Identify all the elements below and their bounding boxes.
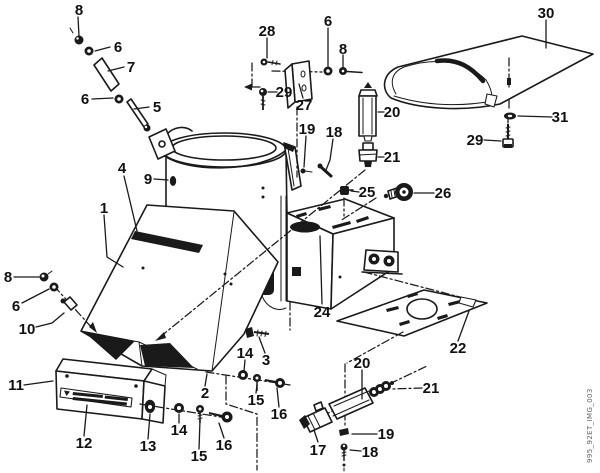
callout-15b: 15 (248, 392, 265, 409)
callout-30: 30 (538, 5, 555, 22)
part-9-bolt (169, 176, 177, 186)
callout-31: 31 (552, 109, 569, 126)
part-26-knob (383, 183, 413, 201)
callout-14b: 14 (237, 345, 254, 362)
callout-16b: 16 (271, 406, 288, 423)
callout-22: 22 (450, 340, 467, 357)
callout-18b: 18 (362, 444, 379, 461)
callout-8c: 8 (4, 269, 12, 286)
part-5-rod (126, 98, 149, 128)
callout-19b: 19 (378, 426, 395, 443)
image-watermark: 995_92ET_IMG_003 (586, 388, 594, 463)
part-4-slot (131, 231, 203, 253)
callout-29b: 29 (467, 132, 484, 149)
callout-6b: 6 (81, 91, 89, 108)
callout-5: 5 (153, 99, 161, 116)
callout-16: 16 (216, 437, 233, 454)
callout-8: 8 (75, 2, 83, 19)
callout-27: 27 (296, 97, 313, 114)
part-20-cylinder (358, 82, 378, 142)
part-3-bolt (245, 327, 270, 338)
callout-29: 29 (276, 84, 293, 101)
callout-18: 18 (326, 124, 343, 141)
callout-20b: 20 (354, 355, 371, 372)
part-7-spacer (93, 57, 120, 92)
part-17-valve (299, 401, 333, 433)
callout-28: 28 (259, 23, 276, 40)
part-12-warning-label (59, 387, 133, 408)
callout-19: 19 (299, 121, 316, 138)
callout-21: 21 (384, 149, 401, 166)
callout-25: 25 (359, 184, 376, 201)
callout-4: 4 (118, 160, 127, 177)
callout-14: 14 (171, 422, 188, 439)
leader-lines (13, 16, 553, 452)
part-22-plate (336, 289, 488, 337)
part-25-nut (340, 186, 349, 195)
callout-8b: 8 (339, 41, 347, 58)
callout-21b: 21 (423, 380, 440, 397)
callout-26: 26 (435, 185, 452, 202)
part-1-chute (80, 204, 279, 372)
part-30-cover (383, 35, 594, 110)
callout-15: 15 (191, 448, 208, 465)
callout-6d: 6 (12, 298, 20, 315)
callout-11: 11 (8, 377, 24, 394)
callout-3: 3 (262, 352, 270, 369)
part-21-spring (369, 381, 394, 397)
part-8-nut (74, 35, 84, 45)
callout-24: 24 (314, 304, 331, 321)
part-19-nut (339, 428, 349, 436)
part-20-valve-body (328, 387, 374, 420)
callouts: 8 6 7 6 5 9 4 1 28 6 8 29 27 19 18 20 21… (4, 2, 569, 465)
part-21-fitting (358, 142, 378, 167)
part-18-screw (340, 443, 348, 472)
callout-7: 7 (127, 59, 135, 76)
part-11-bumper-box (55, 358, 167, 424)
callout-13: 13 (140, 438, 157, 455)
fasteners (39, 27, 516, 472)
callout-6: 6 (114, 39, 122, 56)
callout-17: 17 (310, 442, 327, 459)
part-10-pin (63, 296, 78, 311)
callout-12: 12 (76, 435, 93, 452)
callout-10: 10 (19, 321, 36, 338)
callout-6c: 6 (324, 13, 332, 30)
callout-2: 2 (201, 385, 209, 402)
part-29-screw-cover (502, 124, 514, 148)
part-29-screw (259, 88, 267, 96)
callout-20: 20 (384, 104, 401, 121)
callout-9: 9 (144, 171, 152, 188)
callout-1: 1 (100, 200, 108, 217)
